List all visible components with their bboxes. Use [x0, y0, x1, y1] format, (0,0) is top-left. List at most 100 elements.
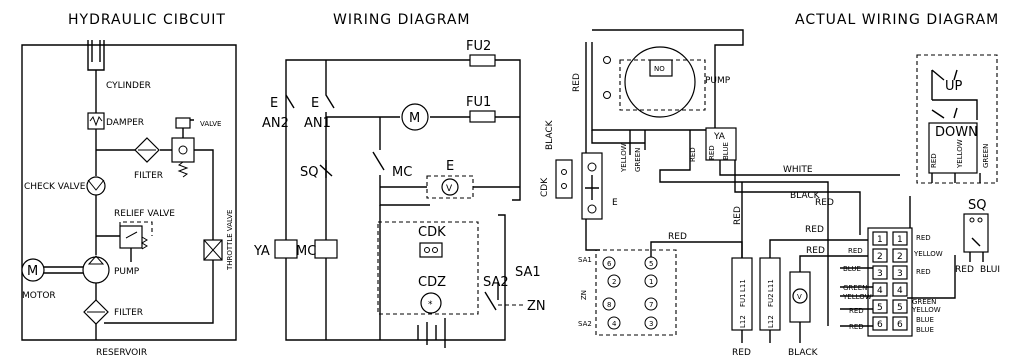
wire-yellow-3: YELLOW	[842, 293, 872, 301]
pump-terminal-1	[603, 56, 611, 64]
motor-m-letter: M	[409, 111, 420, 126]
terminal-left-6	[872, 316, 888, 331]
terminal-right-2-label: 2	[897, 252, 903, 262]
cdk-pin-2	[432, 247, 438, 253]
sa-contact-1	[644, 274, 658, 288]
valve-symbol	[171, 137, 195, 163]
an2-switch	[285, 94, 295, 109]
terminal-right-1-label: 1	[897, 235, 903, 245]
terminal-right-2	[892, 248, 908, 263]
cdz-symbol	[420, 292, 442, 314]
cylinder-label: CYLINDER	[106, 81, 151, 91]
down-switch	[931, 99, 978, 120]
sq-pin-2	[977, 217, 983, 223]
sa2-switch-label: SA2	[578, 320, 592, 328]
wire-blue-3: BLUE	[916, 316, 934, 324]
pump-label: PUMP	[114, 267, 140, 277]
voltmeter-symbol	[792, 288, 808, 304]
sq-switch-body	[963, 213, 989, 253]
e-capacitor-label: E	[612, 198, 618, 208]
cdk-pin-1	[424, 247, 430, 253]
an2-label: AN2	[262, 116, 289, 131]
wire-green-3: GREEN	[843, 284, 867, 292]
wire-black-1: BLACK	[545, 119, 555, 150]
terminal-left-3-label: 3	[877, 269, 883, 279]
e-mid-label: E	[311, 96, 319, 111]
battery-symbol	[417, 318, 446, 348]
sa-contact-2	[607, 274, 621, 288]
sq-leads	[969, 252, 984, 262]
terminal-rows: 1 1 2 2 3 3 4 4 5 5 6 6	[872, 231, 908, 331]
sq-red-label: RED	[955, 265, 974, 275]
wire-red-12: RED	[849, 323, 864, 331]
e-valve-v-symbol	[441, 178, 459, 196]
wiring-top-rail	[287, 59, 521, 201]
sa1-switch-label: SA1	[578, 256, 592, 264]
relief-valve-label: RELIEF VALVE	[114, 209, 175, 219]
cdk-block-label: CDK	[540, 177, 550, 197]
terminal-left-1-label: 1	[877, 235, 883, 245]
sa-contact-8	[602, 297, 616, 311]
wire-blue-4: BLUE	[916, 326, 934, 334]
zn-label: ZN	[527, 299, 546, 314]
white-wire	[719, 160, 900, 176]
terminal-left-5	[872, 299, 888, 314]
down-label: DOWN	[935, 125, 978, 140]
fu1-l11-label: L11	[739, 279, 747, 292]
an1-switch	[325, 60, 335, 240]
terminal-left-4-label: 4	[877, 286, 883, 296]
wire-red-14: RED	[916, 268, 931, 276]
cdk-cdz-group	[377, 221, 479, 315]
up-switch	[931, 69, 958, 100]
wire-yellow-1: YELLOW	[620, 143, 628, 173]
motor-label: MOTOR	[22, 291, 56, 301]
sa-contact-6-label: 6	[607, 260, 612, 268]
sa2-label: SA2	[483, 275, 509, 290]
motor-m-symbol	[401, 103, 429, 131]
left-red-wire	[585, 42, 600, 251]
sa-contact-3-label: 3	[649, 320, 653, 328]
damper-spring	[89, 115, 103, 127]
e-cap-term-2	[587, 204, 597, 214]
terminal-left-2	[872, 248, 888, 263]
e-valve-label: E	[446, 159, 454, 174]
e-cap-plate	[585, 175, 599, 200]
sa2-switch	[484, 291, 497, 311]
upper-filter-label: FILTER	[134, 171, 163, 181]
sq-switch-label: SQ	[968, 198, 986, 213]
wire-red-7: RED	[930, 153, 938, 168]
terminal-right-3	[892, 265, 908, 280]
e-valve-v-letter: V	[446, 184, 453, 194]
relief-valve-symbol	[119, 225, 143, 249]
terminal-right-3-label: 3	[897, 269, 903, 279]
ya-connector	[705, 127, 737, 161]
ya-connector-label: YA	[713, 132, 726, 142]
wire-white: WHITE	[783, 165, 813, 175]
ya-label: YA	[253, 244, 270, 259]
terminal-left-6-label: 6	[877, 320, 883, 330]
sa-switch-block	[595, 249, 677, 336]
wire-red-bottom: RED	[732, 348, 751, 358]
valve-return-line	[194, 149, 214, 240]
valve-ball	[178, 145, 188, 155]
terminal-left-wires	[840, 267, 873, 327]
pump-arrow	[87, 255, 105, 265]
sa-contact-6	[602, 256, 616, 270]
cdk-block-pin-2	[561, 183, 567, 189]
cdk-label: CDK	[418, 225, 446, 240]
wiring-diagram-heading: WIRING DIAGRAM	[333, 12, 471, 28]
wire-yellow-4: YELLOW	[913, 250, 943, 258]
hydraulic-circuit-heading: HYDRAULIC CIBCUIT	[68, 12, 226, 28]
wire-green-2: GREEN	[982, 144, 990, 168]
zn-switch-label: ZN	[580, 290, 588, 300]
terminal-right-4	[892, 282, 908, 297]
sa-contact-1-label: 1	[649, 278, 653, 286]
reservoir-label: RESERVOIR	[96, 348, 147, 358]
wire-red-4: RED	[668, 232, 687, 242]
lower-filter-label: FILTER	[114, 308, 143, 318]
fu2-l12-label: L12	[767, 315, 775, 328]
terminal-left-3	[872, 265, 888, 280]
fu2-red-wire	[769, 239, 873, 258]
wire-red-13: RED	[916, 234, 931, 242]
